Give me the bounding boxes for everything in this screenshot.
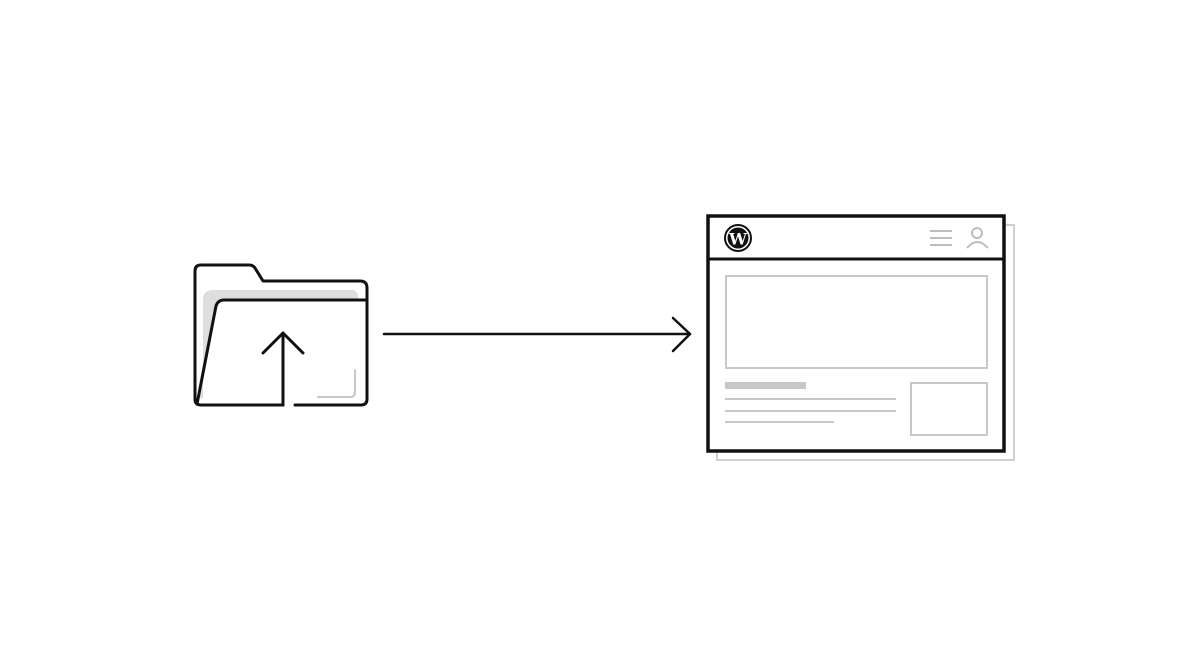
text-lines-placeholder [725,398,896,423]
wordpress-logo-letter: W [728,230,748,249]
folder-inner-shade [199,290,358,398]
upload-arrow-icon [261,331,305,407]
folder-front [195,298,369,406]
hero-placeholder [725,275,988,369]
website-wireframe: W [706,214,1015,461]
folder-corner-mark [317,369,356,398]
wordpress-logo-icon: W [724,224,752,252]
arrow-right-icon [382,316,692,353]
browser-frame [706,214,1006,453]
heading-placeholder [725,382,806,389]
folder-back [193,263,369,407]
folder-upload-icon [193,263,369,407]
hamburger-menu-icon[interactable] [930,230,952,246]
image-placeholder [910,382,988,436]
user-icon[interactable] [966,227,989,249]
